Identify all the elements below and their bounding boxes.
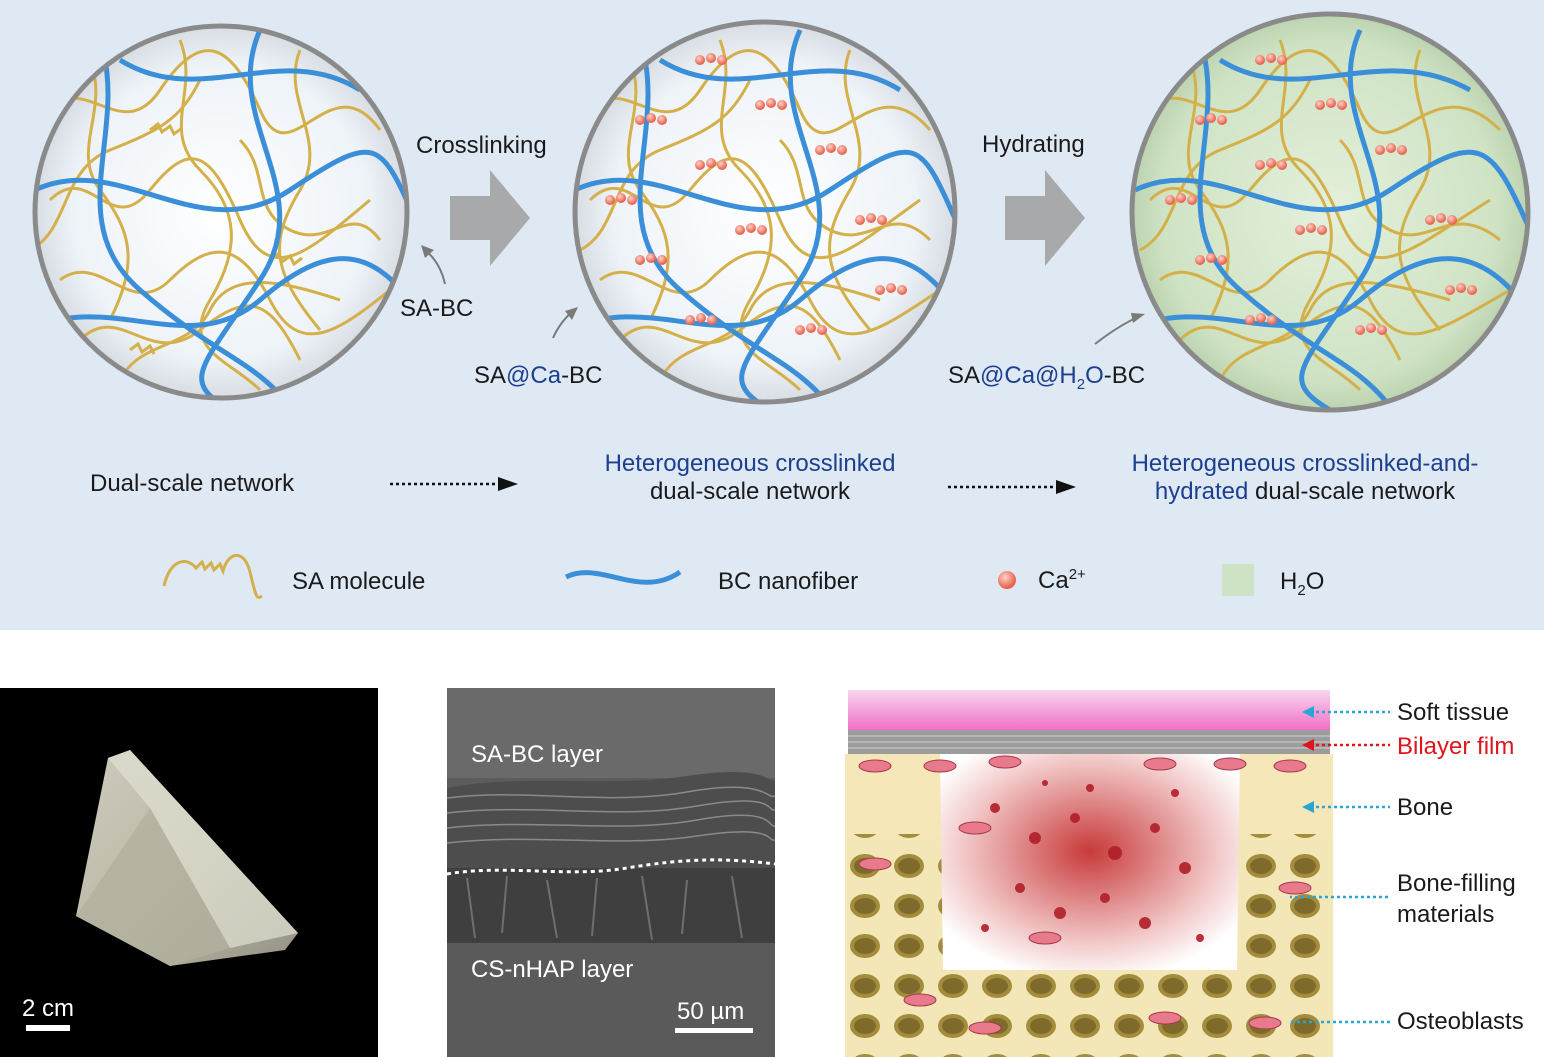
ca-ion-legend-label: Ca2+ <box>1038 566 1086 595</box>
bilayer-film-photo: 2 cm <box>0 688 378 1057</box>
network-panel: Crosslinking Hydrating SA-BC SA@Ca-BC SA… <box>0 0 1544 630</box>
sa-bc-callout: SA-BC <box>400 295 473 323</box>
sa-molecule-legend-label: SA molecule <box>292 568 425 596</box>
crosslinking-label: Crosslinking <box>416 132 547 160</box>
soft-tissue-layer <box>848 690 1330 730</box>
water-legend-icon <box>1222 564 1254 596</box>
osteoblasts-label: Osteoblasts <box>1397 1008 1524 1036</box>
sa-bc-network-circle <box>30 26 420 420</box>
sa-ca-h2o-bc-callout: SA@Ca@H2O-BC <box>948 362 1145 393</box>
cs-nhap-layer-label: CS-nHAP layer <box>471 956 633 984</box>
network-illustration <box>0 0 1544 630</box>
photo-scale-bar <box>26 1025 70 1031</box>
sa-bc-layer-label: SA-BC layer <box>471 741 603 769</box>
sem-scale-bar <box>675 1028 753 1033</box>
bone-repair-schematic <box>845 688 1333 1057</box>
bc-nanofiber-legend-label: BC nanofiber <box>718 568 858 596</box>
water-legend-label: H2O <box>1280 568 1324 599</box>
crosslinking-arrow <box>450 170 530 266</box>
bc-nanofiber-legend-icon <box>566 572 680 582</box>
bone-label: Bone <box>1397 794 1453 822</box>
photo-scale-label: 2 cm <box>22 995 74 1023</box>
bone-filling-label: Bone-filling materials <box>1397 868 1516 930</box>
sem-cross-section: SA-BC layer CS-nHAP layer 50 µm <box>447 688 775 1057</box>
sa-ca-bc-callout: SA@Ca-BC <box>474 362 602 390</box>
hydrating-arrow <box>1005 170 1085 266</box>
ca-ion-legend-icon <box>998 571 1016 589</box>
sem-scale-label: 50 µm <box>677 998 744 1026</box>
soft-tissue-label: Soft tissue <box>1397 699 1509 727</box>
bilayer-film-label: Bilayer film <box>1397 733 1514 761</box>
sa-ca-bc-network-circle <box>570 22 960 420</box>
sa-molecule-legend-icon <box>164 555 262 597</box>
crosslinked-network-label: Heterogeneous crosslinked dual-scale net… <box>560 450 940 506</box>
dual-scale-network-label: Dual-scale network <box>90 470 294 498</box>
schematic-pointers <box>1290 695 1400 1035</box>
sa-ca-h2o-bc-network-circle <box>1130 14 1530 420</box>
hydrated-network-label: Heterogeneous crosslinked-and- hydrated … <box>1090 450 1520 506</box>
hydrating-label: Hydrating <box>982 131 1085 159</box>
